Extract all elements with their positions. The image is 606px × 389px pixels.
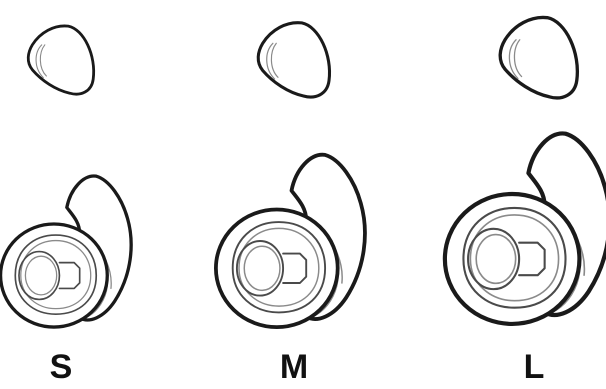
- eartip-medium: [216, 23, 365, 327]
- eartip-small: [1, 26, 132, 327]
- size-label-small: S: [31, 348, 91, 386]
- eartip-large: [445, 17, 606, 323]
- size-label-large: L: [504, 348, 564, 386]
- size-label-medium: M: [264, 348, 324, 386]
